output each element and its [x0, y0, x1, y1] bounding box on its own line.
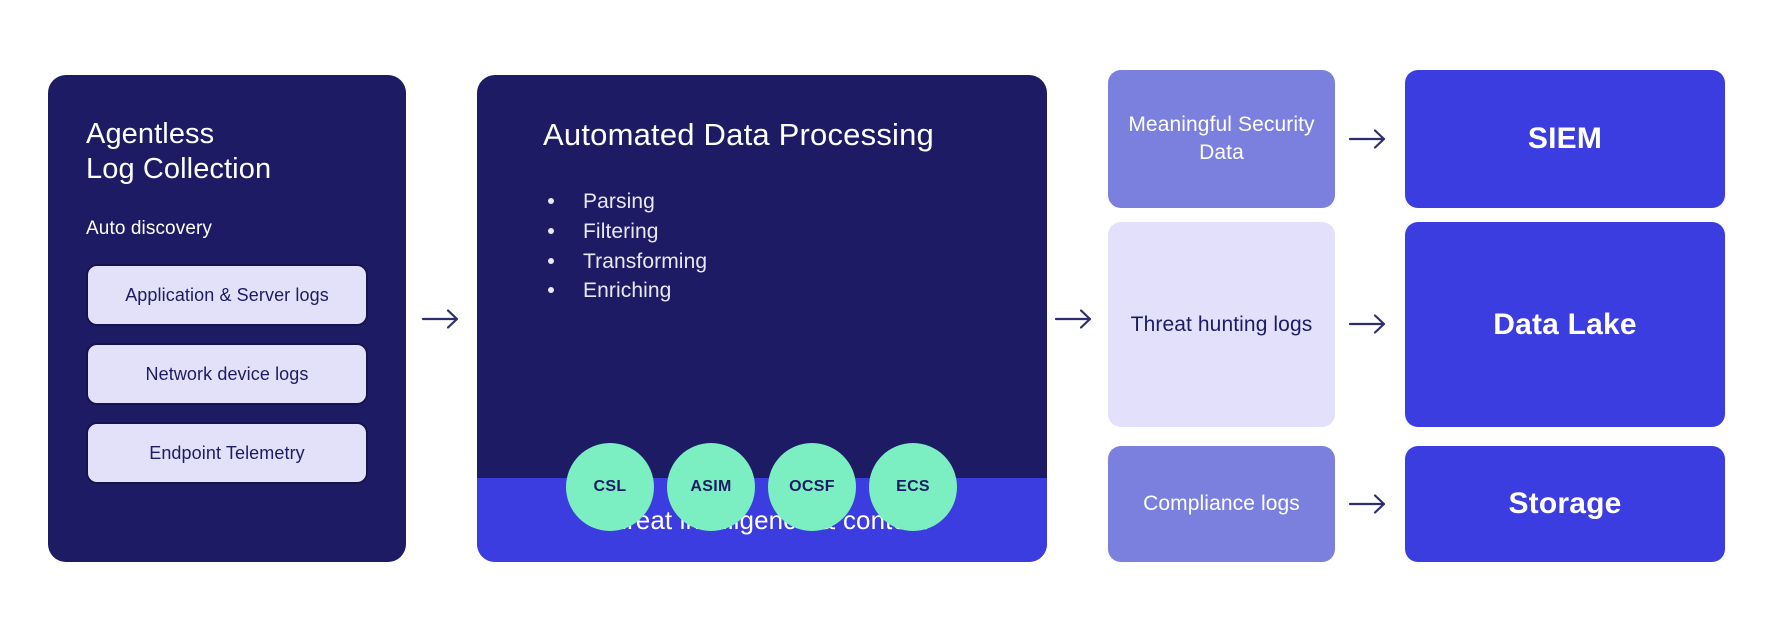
- bullet-dot-icon: [548, 257, 554, 264]
- arrow-right-icon-to-siem: [1348, 126, 1392, 152]
- schema-badge-ocsf[interactable]: OCSF: [768, 443, 856, 531]
- outcome-threat-hunting-logs[interactable]: Threat hunting logs: [1108, 222, 1335, 427]
- collection-subtitle: Auto discovery: [86, 217, 213, 239]
- bullet-dot-icon: [548, 287, 554, 294]
- arrow-right-icon-collection-to-processing: [421, 306, 465, 332]
- destination-siem[interactable]: SIEM: [1405, 70, 1725, 208]
- schema-badge-csl[interactable]: CSL: [566, 443, 654, 531]
- arrow-right-icon-to-data-lake: [1348, 311, 1392, 337]
- log-source-list: Application & Server logs Network device…: [86, 263, 368, 484]
- schema-badge-asim[interactable]: ASIM: [667, 443, 755, 531]
- bullet-dot-icon: [548, 198, 554, 204]
- processing-step-parsing: Parsing: [543, 187, 1047, 217]
- processing-step-transforming: Transforming: [543, 247, 1047, 277]
- processing-step-label: Parsing: [583, 190, 655, 213]
- outcome-compliance-logs[interactable]: Compliance logs: [1108, 446, 1335, 562]
- processing-step-label: Enriching: [583, 279, 672, 303]
- destination-storage[interactable]: Storage: [1405, 446, 1725, 562]
- processing-step-label: Transforming: [583, 249, 708, 273]
- collection-title-line2: Log Collection: [86, 153, 272, 186]
- destination-data-lake[interactable]: Data Lake: [1405, 222, 1725, 427]
- processing-step-filtering: Filtering: [543, 217, 1047, 247]
- arrow-right-icon-to-storage: [1348, 491, 1392, 517]
- outcome-meaningful-security-data[interactable]: Meaningful Security Data: [1108, 70, 1335, 208]
- agentless-log-collection-panel: Agentless Log Collection Auto discovery …: [48, 75, 406, 562]
- bullet-dot-icon: [548, 227, 554, 234]
- schema-badge-row: CSL ASIM OCSF ECS: [566, 443, 957, 531]
- log-source-network-device[interactable]: Network device logs: [86, 342, 368, 405]
- processing-step-label: Filtering: [583, 219, 659, 243]
- log-source-application-server[interactable]: Application & Server logs: [86, 263, 368, 326]
- collection-panel-title: Agentless Log Collection: [86, 117, 368, 188]
- processing-panel-body: Automated Data Processing Parsing Filter…: [477, 75, 1047, 478]
- schema-badge-ecs[interactable]: ECS: [869, 443, 957, 531]
- processing-step-list: Parsing Filtering Transforming Enriching: [543, 187, 1047, 306]
- collection-title-line1: Agentless: [86, 118, 215, 150]
- log-source-endpoint-telemetry[interactable]: Endpoint Telemetry: [86, 421, 368, 484]
- processing-step-enriching: Enriching: [543, 276, 1047, 306]
- automated-data-processing-panel: Automated Data Processing Parsing Filter…: [477, 75, 1047, 562]
- processing-panel-title: Automated Data Processing: [543, 117, 934, 152]
- arrow-right-icon-processing-to-outcomes: [1054, 306, 1098, 332]
